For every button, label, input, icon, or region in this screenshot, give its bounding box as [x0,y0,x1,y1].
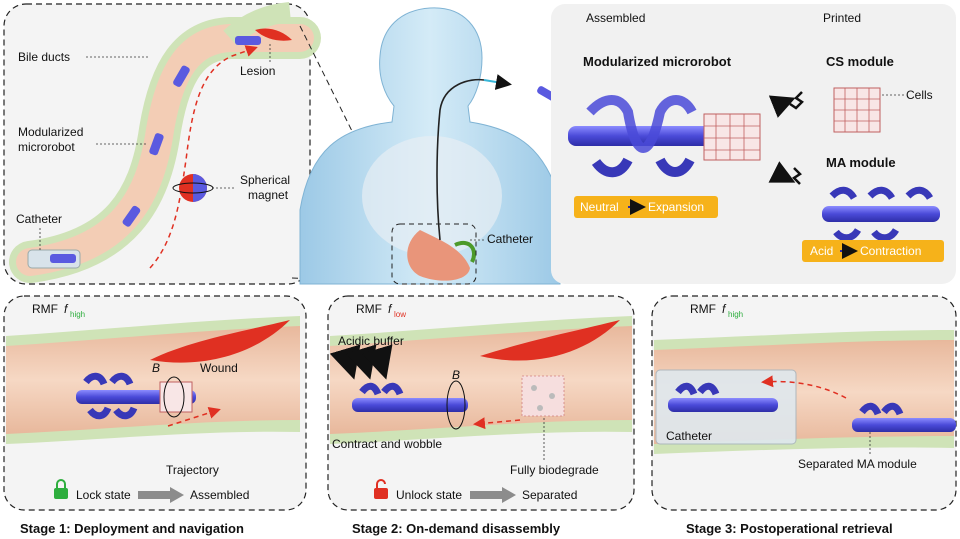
catheter-label-center: Catheter [487,232,533,246]
unlock-icon [374,479,388,499]
separated-result-label: Separated [522,488,577,502]
printed-label: Printed [823,11,861,25]
lock-state-label: Lock state [76,488,131,502]
catheter-label-stage3: Catheter [666,429,712,443]
magnet-label-1: Spherical [240,173,290,187]
spherical-magnet-icon [172,174,214,202]
assembled-result-label: Assembled [190,488,249,502]
human-body: Catheter [299,7,565,285]
stage2-caption: Stage 2: On-demand disassembly [352,521,561,536]
robot-icon [149,133,164,156]
stage3-caption: Stage 3: Postoperational retrieval [686,521,893,536]
catheter-label-left: Catheter [16,212,62,226]
separated-ma-label: Separated MA module [798,457,917,471]
retrieved-robot [668,382,778,412]
trajectory-label: Trajectory [166,463,219,477]
robot-icon [173,65,190,87]
rmf-label: RMF [32,302,58,316]
field-b-label: B [452,368,460,382]
wound-shape [480,320,620,361]
cs-module-label: CS module [826,54,894,69]
svg-text:Contraction: Contraction [860,244,921,258]
assembly-arrow-icon [792,167,802,185]
field-b-label: B [152,361,160,375]
assembled-robot [76,372,196,420]
degrading-cs-module [521,375,565,417]
bile-ducts-label: Bile ducts [18,50,70,64]
contract-wobble-label: Contract and wobble [332,437,442,451]
f-high-subscript: high [70,310,85,319]
acidic-buffer-arrows [329,344,393,380]
stage1-caption: Stage 1: Deployment and navigation [20,521,244,536]
bile-duct-panel: Bile ducts Lesion Modularized microrobot… [3,2,321,285]
svg-text:f: f [64,302,69,316]
path-arrow [149,45,258,269]
f-high-subscript: high [728,310,743,319]
biodegrade-label: Fully biodegrade [510,463,599,477]
robot-icon [50,254,76,263]
lock-icon [54,479,68,499]
unlock-state-label: Unlock state [396,488,462,502]
microrobot-label-2: microrobot [18,140,75,154]
svg-text:Neutral: Neutral [580,200,619,214]
wound-shape [150,320,290,363]
assembled-label: Assembled [586,11,645,25]
svg-text:Expansion: Expansion [648,200,704,214]
acid-contraction-badge: Acid Contraction [802,240,944,262]
acidic-buffer-label: Acidic buffer [338,334,404,348]
robot-module-panel: Assembled Printed Modularized microrobot… [551,4,956,284]
f-low-subscript: low [394,310,406,319]
assembled-robot [568,95,761,178]
ma-module-robot [822,186,940,242]
separated-ma-module [852,402,956,432]
stage2-panel: Acidic buffer B RMF f low Contract and w… [327,295,635,536]
svg-text:Acid: Acid [810,244,833,258]
magnet-label-2: magnet [248,188,289,202]
svg-text:f: f [722,302,727,316]
contracting-robot [352,380,468,430]
lungs [362,136,502,256]
stage1-panel: Wound B RMF f high Trajectory Lock state… [3,295,307,536]
neutral-expansion-badge: Neutral Expansion [574,196,718,218]
svg-text:f: f [388,302,393,316]
robot-icon [122,205,141,227]
lesion-shape [255,28,292,41]
rmf-label: RMF [356,302,382,316]
stage3-panel: RMF f high Catheter Separated MA module … [651,295,957,536]
microrobot-label-1: Modularized [18,125,83,139]
bile-duct-lumen [16,24,314,276]
robot-icon [235,36,261,45]
microrobot-title: Modularized microrobot [583,54,732,69]
cs-module-grid [833,87,881,133]
catheter-line [436,78,485,241]
wound-label: Wound [200,361,238,375]
rmf-label: RMF [690,302,716,316]
lesion-label: Lesion [240,64,275,78]
stomach [407,230,470,281]
ma-module-label: MA module [826,155,896,170]
zoom-box [391,223,477,285]
cells-label: Cells [906,88,933,102]
